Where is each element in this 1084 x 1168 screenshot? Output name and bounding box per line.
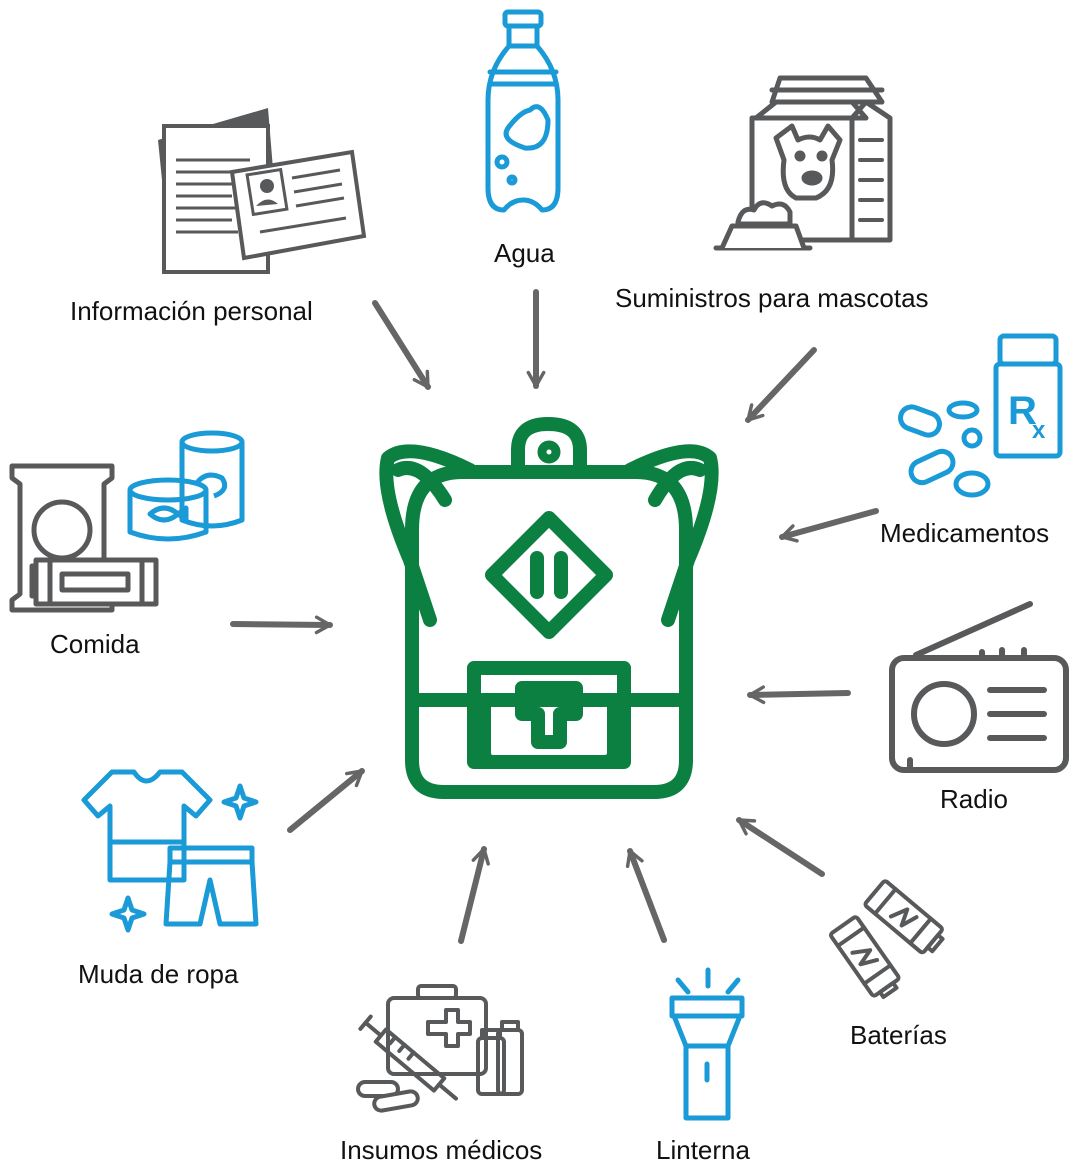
label-mascotas: Suministros para mascotas (615, 283, 929, 313)
label-baterias: Baterías (850, 1020, 947, 1050)
pills-rx-icon: R x (898, 333, 1063, 498)
arrow-comida (230, 615, 333, 635)
arrow-mascotas (745, 347, 817, 423)
svg-text:R: R (1008, 389, 1037, 433)
label-ropa: Muda de ropa (78, 959, 239, 989)
id-documents-icon (158, 108, 367, 274)
arrow-medicamentos (779, 508, 879, 543)
svg-text:x: x (1032, 417, 1046, 444)
label-linterna: Linterna (656, 1135, 750, 1165)
label-comida: Comida (50, 629, 140, 659)
label-insumos: Insumos médicos (340, 1135, 543, 1165)
arrow-insumos (458, 846, 490, 944)
canned-food-icon (9, 430, 245, 613)
label-agua: Agua (494, 238, 555, 268)
label-radio: Radio (940, 784, 1008, 814)
arrow-informacion (372, 300, 431, 390)
arrow-baterias (736, 817, 825, 877)
arrow-radio (747, 685, 851, 705)
label-informacion: Información personal (70, 296, 313, 326)
clothes-icon (81, 769, 259, 933)
label-medicamentos: Medicamentos (880, 518, 1050, 548)
arrow-linterna (625, 848, 667, 943)
arrow-ropa (287, 768, 365, 833)
radio-icon (889, 601, 1069, 773)
battery-icon (829, 879, 945, 1000)
flashlight-icon (669, 967, 745, 1121)
first-aid-kit-icon (356, 984, 524, 1113)
pet-food-icon (713, 75, 893, 251)
backpack-icon (379, 417, 719, 799)
water-bottle-icon (485, 9, 561, 213)
